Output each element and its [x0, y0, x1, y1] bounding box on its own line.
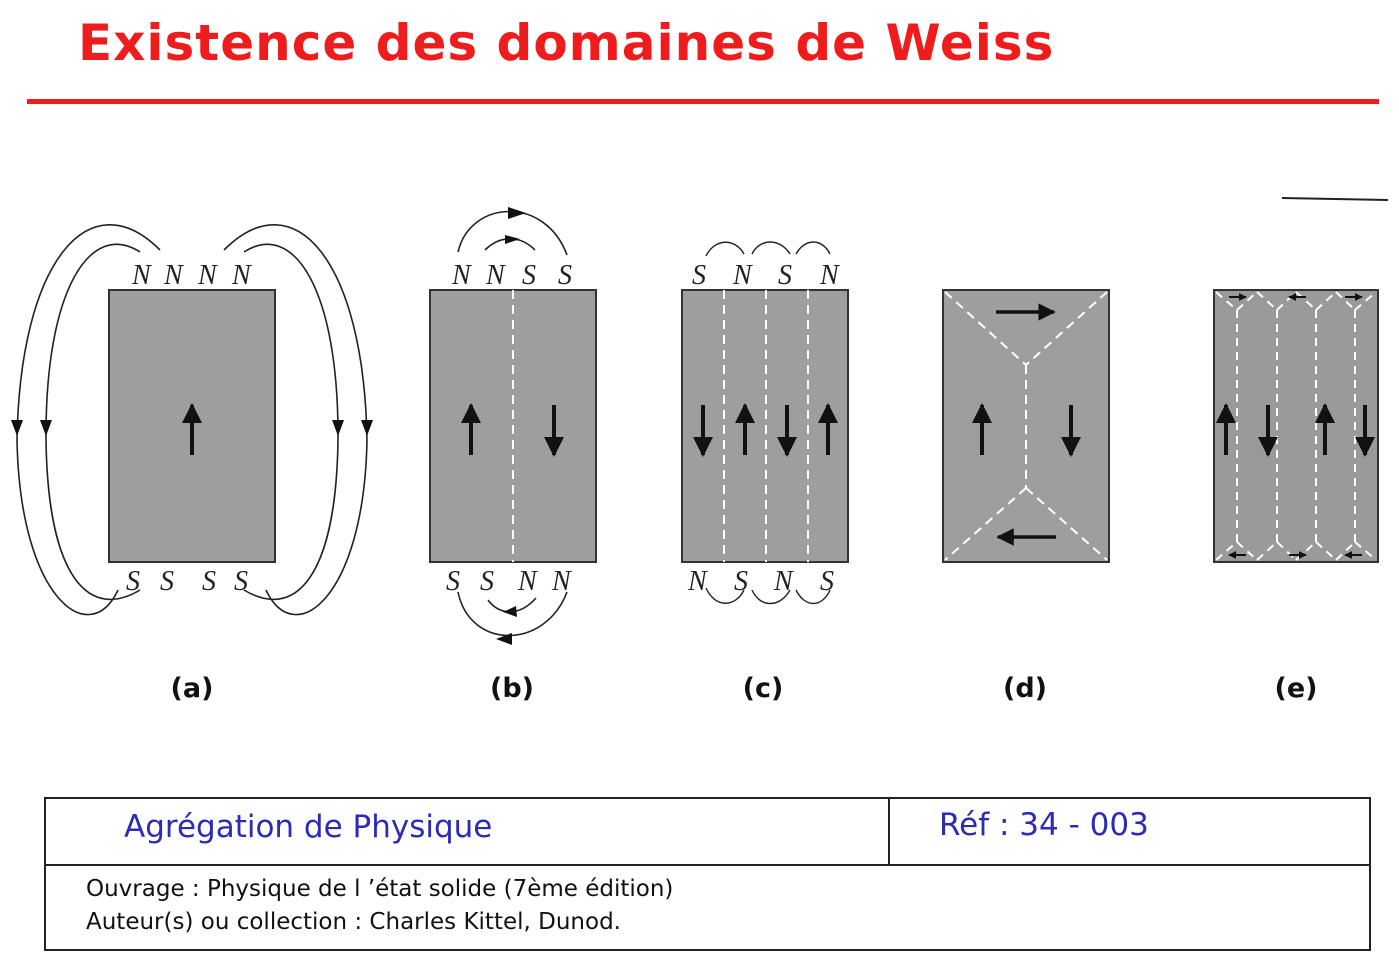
field-arrowhead — [508, 207, 526, 219]
field-arrowhead — [11, 420, 23, 436]
svg-text:N: N — [517, 566, 538, 597]
svg-text:N: N — [451, 260, 472, 291]
panel-b: N N S S S S N N (b) — [429, 207, 597, 704]
page-title: Existence des domaines de Weiss — [78, 14, 1055, 72]
svg-text:S: S — [446, 566, 460, 597]
field-line — [16, 224, 161, 616]
svg-text:S: S — [160, 566, 174, 597]
field-line — [705, 241, 745, 257]
closure-domain-walls — [944, 291, 1108, 561]
field-line — [751, 241, 791, 255]
svg-text:N: N — [819, 260, 840, 291]
panel-label: (e) — [1275, 673, 1318, 704]
svg-text:N: N — [687, 566, 708, 597]
field-arrowhead — [496, 633, 512, 645]
field-arrowhead — [332, 420, 344, 436]
svg-text:N: N — [773, 566, 794, 597]
panel-d: (d) — [942, 289, 1110, 704]
field-line — [223, 224, 368, 616]
field-arrowhead — [40, 420, 52, 436]
panel-c: S N S N N S N S (c) — [681, 241, 849, 704]
svg-text:N: N — [551, 566, 572, 597]
field-arrowhead — [503, 606, 517, 617]
field-line — [795, 589, 831, 605]
panel-label: (c) — [743, 673, 784, 704]
svg-text:S: S — [234, 566, 248, 597]
svg-text:N: N — [163, 260, 184, 291]
svg-text:S: S — [692, 260, 706, 291]
top-pole-labels: N N N N — [131, 260, 252, 291]
bottom-pole-labels: S S N N — [446, 566, 572, 597]
svg-text:N: N — [231, 260, 252, 291]
svg-text:N: N — [131, 260, 152, 291]
reference-box: Agrégation de Physique Réf : 34 - 003 Ou… — [44, 797, 1371, 951]
svg-text:S: S — [522, 260, 536, 291]
svg-text:S: S — [480, 566, 494, 597]
reference-divider — [888, 799, 890, 864]
svg-text:N: N — [732, 260, 753, 291]
scan-edge-line — [1281, 197, 1389, 201]
bottom-pole-labels: N S N S — [687, 566, 834, 597]
svg-text:S: S — [202, 566, 216, 597]
panel-label: (b) — [490, 673, 534, 704]
svg-text:S: S — [734, 566, 748, 597]
field-line — [45, 243, 141, 600]
field-line — [795, 241, 831, 255]
svg-text:S: S — [778, 260, 792, 291]
svg-text:S: S — [558, 260, 572, 291]
author-line: Auteur(s) ou collection : Charles Kittel… — [86, 909, 621, 935]
field-line — [457, 210, 568, 256]
reference-number: Réf : 34 - 003 — [939, 807, 1149, 843]
closure-arrows — [1228, 293, 1363, 559]
top-pole-labels: N N S S — [451, 260, 572, 291]
panel-label: (a) — [171, 673, 214, 704]
bottom-pole-labels: S S S S — [126, 566, 248, 597]
svg-text:S: S — [126, 566, 140, 597]
course-name: Agrégation de Physique — [124, 809, 493, 845]
domain-block-e — [1213, 289, 1379, 563]
reference-header-row — [46, 799, 1369, 866]
svg-text:N: N — [485, 260, 506, 291]
panel-label: (d) — [1003, 673, 1047, 704]
weiss-domains-figure: N N N N S S S S (a) N N S S — [11, 197, 1389, 704]
book-line: Ouvrage : Physique de l ’état solide (7è… — [86, 876, 674, 902]
svg-text:N: N — [197, 260, 218, 291]
title-underline — [27, 99, 1379, 104]
panel-e: (e) — [1213, 197, 1389, 704]
field-arrowhead — [505, 235, 520, 244]
svg-text:S: S — [820, 566, 834, 597]
field-line — [751, 589, 791, 605]
top-pole-labels: S N S N — [692, 260, 840, 291]
field-arrowhead — [361, 420, 373, 436]
field-line — [705, 587, 745, 604]
panel-a: N N N N S S S S (a) — [11, 224, 373, 704]
field-line — [243, 243, 339, 600]
